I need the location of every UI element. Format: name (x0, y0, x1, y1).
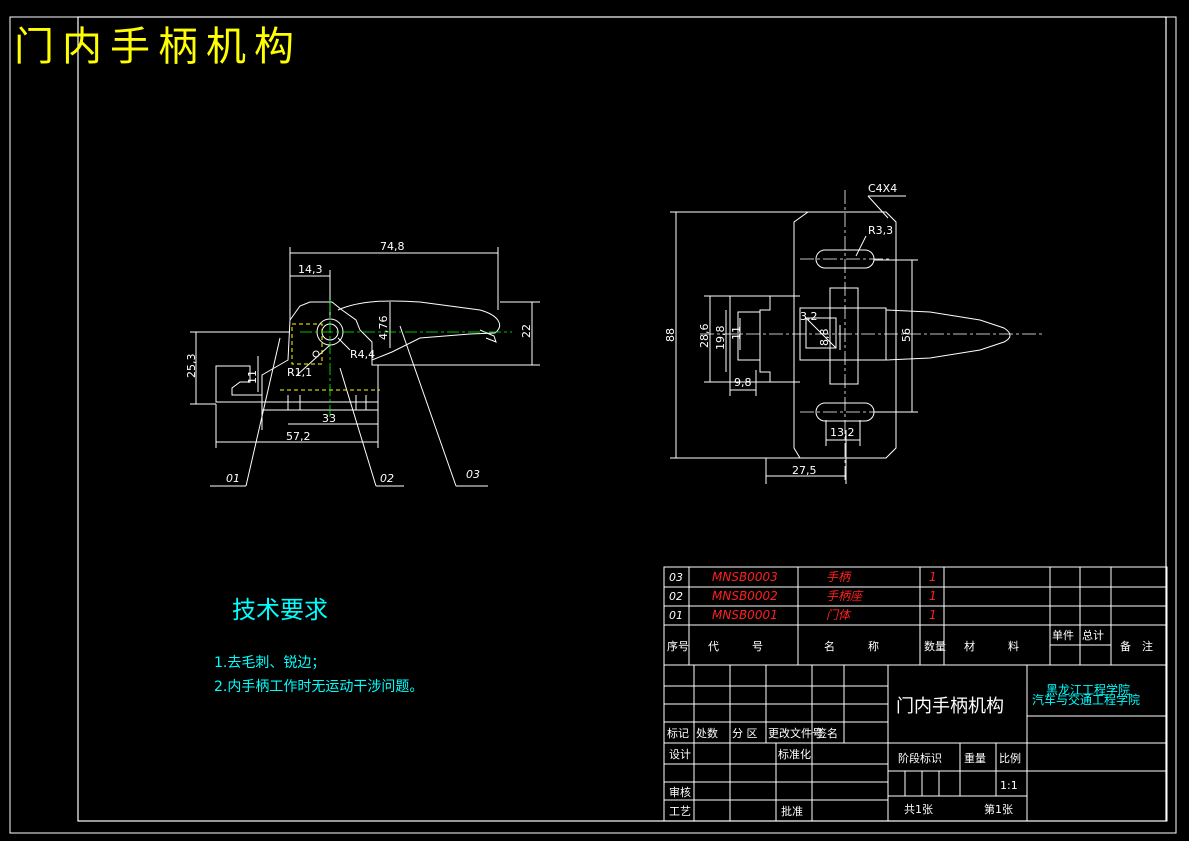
dim-radius-11: R1,1 (287, 366, 312, 379)
bom-qty-01: 1 (929, 608, 937, 622)
tb-label-mark: 标记 (667, 726, 689, 740)
bom-name-02: 手柄座 (826, 589, 864, 603)
dim-radius-44: R4,4 (350, 348, 375, 361)
bom-qty-02: 1 (929, 589, 937, 603)
tb-label-scale: 比例 (999, 751, 1021, 765)
bom-rows: 03 MNSB0003 手柄 1 02 MNSB0002 手柄座 1 01 MN… (667, 570, 1153, 653)
bom-seq-01: 01 (669, 609, 683, 622)
seat-side-outline (729, 295, 771, 383)
handle-tail-outline (885, 309, 1011, 361)
title-block: 门内手柄机构 黑龙江工程学院 汽车与交通工程学院 标记 处数 分 区 更改文件号… (667, 682, 1140, 818)
tb-label-approve: 批准 (781, 804, 803, 818)
dim-h-198: 19,8 (714, 326, 727, 351)
bom-name-01: 门体 (826, 608, 852, 622)
bom-header-unit-weight: 单件 (1052, 629, 1074, 642)
dim-w-98: 9,8 (734, 376, 752, 389)
dim-d-32: 3,2 (800, 310, 818, 323)
bom-seq-02: 02 (669, 590, 683, 603)
dim-radius-33: R3,3 (868, 224, 893, 237)
dim-11: 11 (246, 370, 259, 384)
dim-base-33: 33 (322, 412, 336, 425)
balloon-01: 01 (226, 472, 240, 485)
tb-sheet-no: 第1张 (984, 802, 1013, 816)
tech-req-heading: 技术要求 (232, 596, 328, 624)
dim-d-88: 8,8 (818, 329, 831, 347)
dim-height-total: 25,3 (185, 354, 198, 379)
bom-header-seq: 序号 (667, 639, 689, 653)
dim-476: 4,76 (377, 316, 390, 341)
tb-label-design: 设计 (669, 748, 691, 761)
dim-overall-length: 74,8 (380, 240, 405, 253)
tb-label-process: 工艺 (669, 805, 691, 818)
dim-chamfer: C4X4 (868, 182, 897, 195)
tb-label-zone: 分 区 (732, 727, 758, 740)
tech-req-item-1: 1.去毛刺、锐边； (214, 655, 325, 671)
dim-height-handle: 22 (520, 324, 533, 338)
bom-header-code: 代 号 (708, 640, 763, 653)
dim-offset-left: 14,3 (298, 263, 323, 276)
bom-name-03: 手柄 (826, 570, 852, 584)
title-drawing-name: 门内手柄机构 (896, 696, 1004, 717)
balloon-03: 03 (466, 468, 480, 481)
bom-header-remark: 备 注 (1120, 639, 1153, 653)
tb-label-weight: 重量 (964, 751, 986, 765)
inner-frame (77, 16, 1167, 822)
dim-h-286: 28,6 (698, 324, 711, 349)
dim-base-572: 57,2 (286, 430, 311, 443)
tb-label-count: 处数 (696, 727, 718, 740)
title-school: 黑龙江工程学院 (1046, 682, 1130, 697)
balloon-02: 02 (380, 472, 394, 485)
bom-grid (663, 566, 1168, 822)
dim-height-88: 88 (664, 328, 677, 342)
bom-header-qty: 数量 (924, 640, 946, 653)
tb-label-stage: 阶段标识 (898, 751, 942, 765)
assembly-view: 74,8 14,3 25,3 22 4,76 11 33 57,2 R4,4 R… (185, 240, 540, 487)
side-view: C4X4 R3,3 88 28,6 19,8 11 56 9,8 13,2 27… (664, 182, 1044, 484)
tb-label-review: 审核 (669, 785, 691, 799)
tb-scale-value: 1:1 (1000, 779, 1018, 792)
bom-header-name: 名 称 (824, 639, 879, 653)
dim-w-132: 13,2 (830, 426, 855, 439)
tb-sheets-total: 共1张 (904, 803, 933, 816)
tb-label-standard: 标准化 (778, 747, 811, 761)
door-plate-outline (793, 211, 897, 459)
handle-lever-outline (337, 300, 500, 361)
bom-code-01: MNSB0001 (712, 608, 778, 622)
drawing-main-title: 门内手柄机构 (14, 24, 302, 70)
dim-h-56: 56 (900, 328, 913, 342)
bom-header-material: 材 料 (964, 639, 1019, 653)
title-department: 汽车与交通工程学院 (1032, 692, 1140, 707)
tb-label-change-doc: 更改文件号 (768, 726, 823, 740)
handle-seat-outline (261, 301, 379, 403)
tb-label-sign: 签名 (816, 726, 838, 740)
tech-req-item-2: 2.内手柄工作时无运动干涉问题。 (214, 679, 423, 695)
bom-code-02: MNSB0002 (712, 589, 778, 603)
bom-header-total-weight: 总计 (1082, 628, 1104, 642)
bom-seq-03: 03 (669, 571, 683, 584)
bom-code-03: MNSB0003 (712, 570, 778, 584)
bom-qty-03: 1 (929, 570, 937, 584)
dim-h-11: 11 (730, 326, 743, 340)
dim-w-275: 27,5 (792, 464, 817, 477)
